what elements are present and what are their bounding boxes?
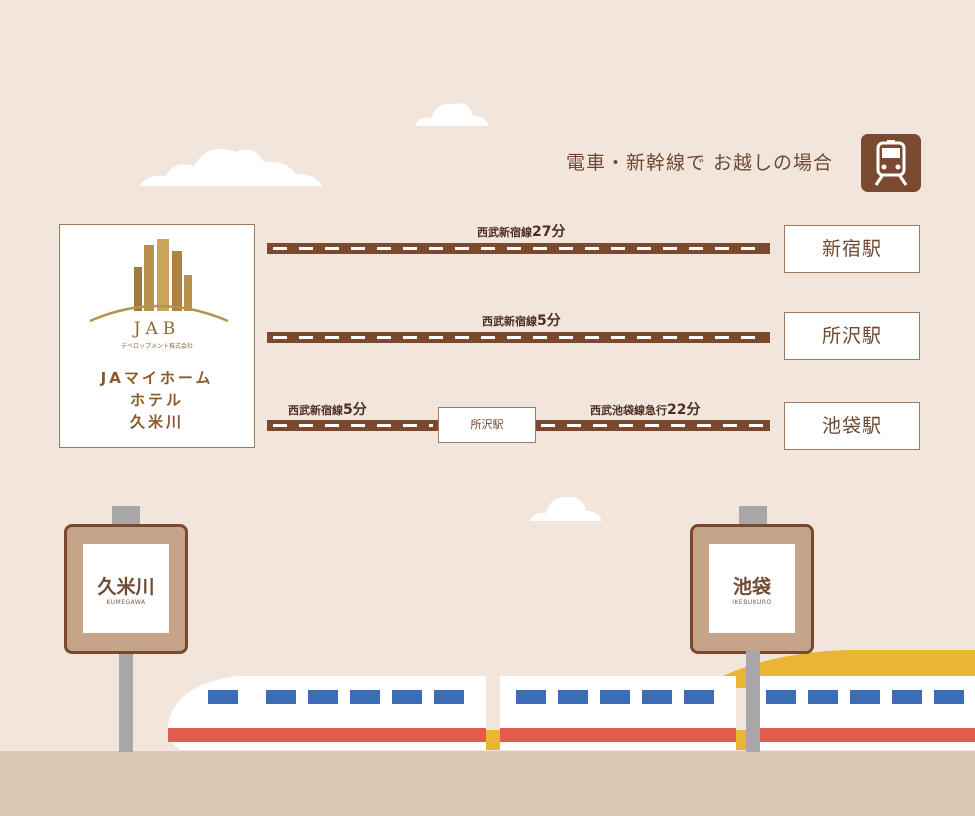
sign-romaji: KUMEGAWA xyxy=(106,599,146,606)
sign-name: 久米川 xyxy=(97,576,155,598)
logo-subtext: デベロップメント株式会社 xyxy=(120,343,193,350)
route-label: 西武新宿線27分 xyxy=(477,224,566,240)
hotel-name-line: 久米川 xyxy=(129,413,184,431)
sign-pole xyxy=(746,650,760,752)
platform-ground xyxy=(0,751,975,816)
hotel-card: JAB デベロップメント株式会社 JAマイホーム ホテル 久米川 xyxy=(59,224,255,448)
station-sign-ikebukuro: 池袋 IKEBUKURO xyxy=(690,524,814,654)
sign-name: 池袋 xyxy=(732,576,771,598)
hotel-name-line: ホテル xyxy=(129,391,184,409)
cloud-icon xyxy=(530,496,602,521)
station-sign-kumegawa: 久米川 KUMEGAWA xyxy=(64,524,188,654)
sign-pole xyxy=(119,650,133,752)
sign-romaji: IKEBUKURO xyxy=(732,599,772,606)
route-label: 西武池袋線急行22分 xyxy=(590,402,701,418)
train-icon xyxy=(861,134,921,192)
station-tokorozawa: 所沢駅 xyxy=(784,312,920,360)
rail-line xyxy=(267,420,439,431)
cloud-icon xyxy=(140,149,322,186)
station-ikebukuro: 池袋駅 xyxy=(784,402,920,450)
route-label: 西武新宿線5分 xyxy=(482,313,561,329)
hotel-name-line: JAマイホーム xyxy=(100,369,214,387)
sign-pole-cap xyxy=(739,506,767,526)
route-label: 西武新宿線5分 xyxy=(288,402,367,418)
access-title: 電車・新幹線で お越しの場合 xyxy=(566,152,834,174)
cloud-icon xyxy=(415,103,489,126)
sign-pole-cap xyxy=(112,506,140,526)
train-illustration xyxy=(168,676,975,750)
station-shinjuku: 新宿駅 xyxy=(784,225,920,273)
rail-line xyxy=(535,420,770,431)
rail-line xyxy=(267,332,770,343)
jab-logo-icon xyxy=(89,239,229,323)
logo-text: JAB xyxy=(133,319,181,339)
transfer-station: 所沢駅 xyxy=(438,407,536,443)
rail-line xyxy=(267,243,770,254)
